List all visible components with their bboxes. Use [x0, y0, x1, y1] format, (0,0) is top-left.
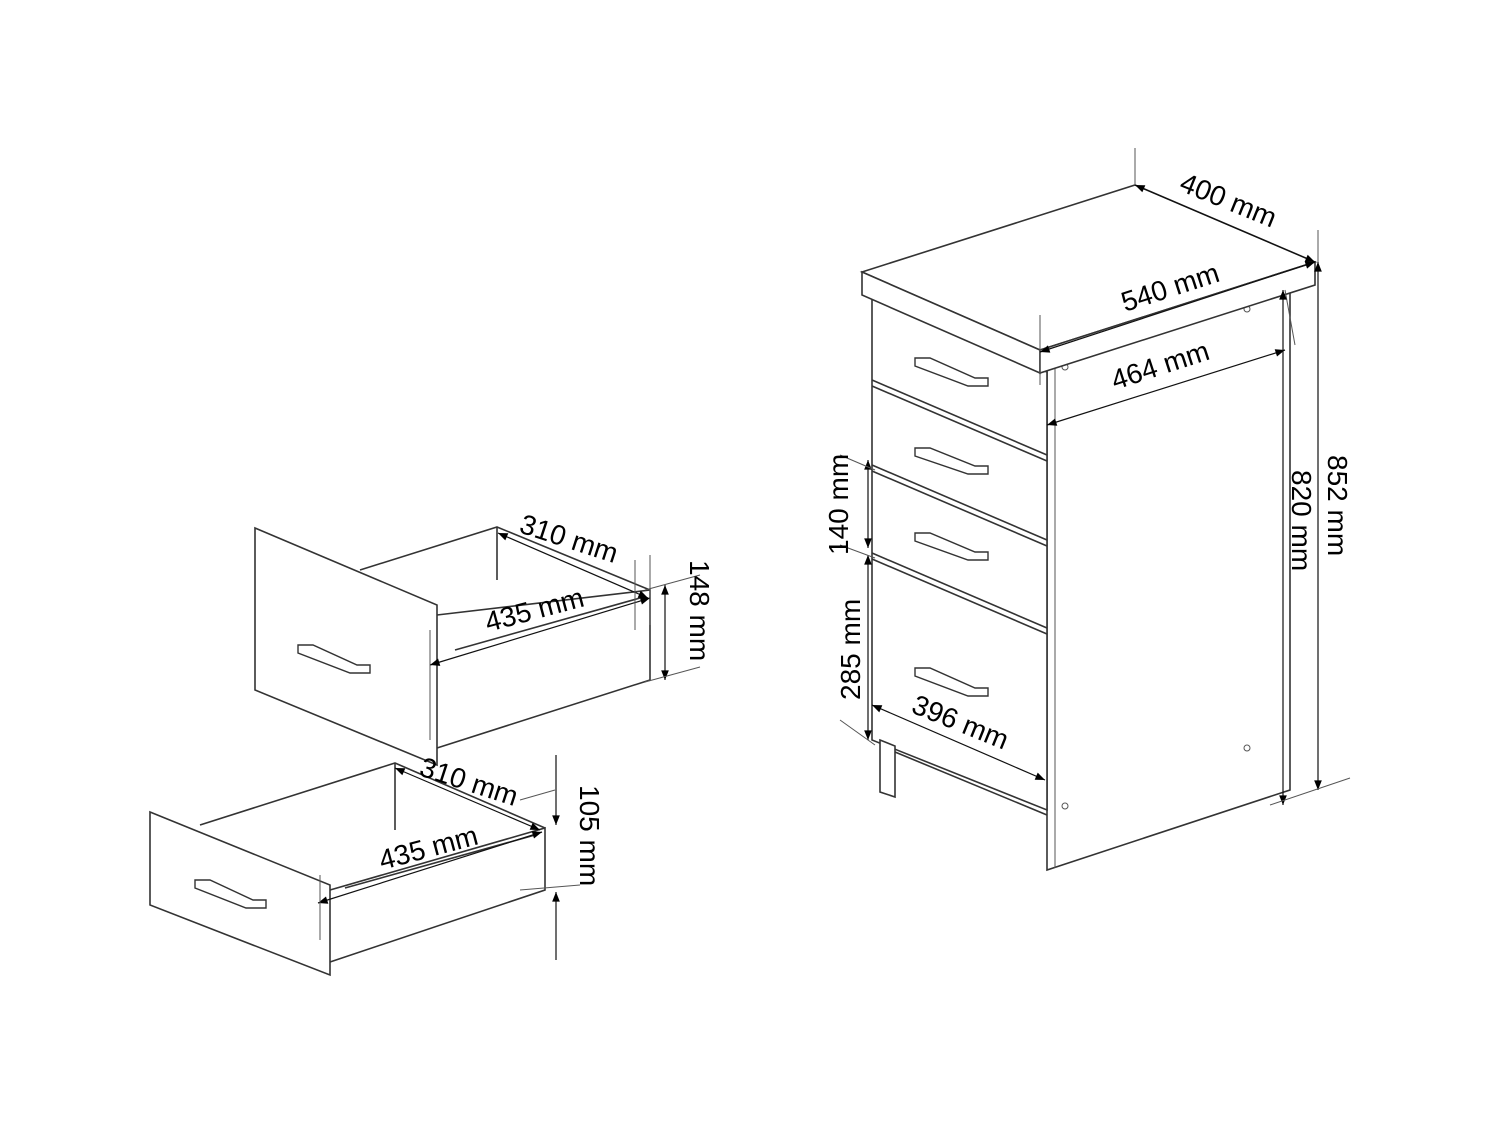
large-drawer-height-label: 285 mm	[835, 599, 866, 700]
cabinet-drawing	[859, 184, 1318, 872]
lower-drawer-depth-label: 310 mm	[416, 751, 522, 812]
upper-drawer-width-label: 435 mm	[482, 582, 588, 638]
cabinet-body-height-label: 820 mm	[1286, 470, 1317, 571]
drawer-handle	[914, 667, 989, 697]
small-drawer-height-label: 140 mm	[823, 454, 854, 555]
upper-drawer-height-label: 148 mm	[684, 560, 715, 661]
upper-drawer-depth-label: 310 mm	[516, 508, 622, 569]
drawer-handle	[914, 357, 989, 387]
drawer-handle	[914, 447, 989, 475]
cabinet-total-height-label: 852 mm	[1322, 455, 1353, 556]
drawer-handle	[297, 644, 371, 674]
lower-drawer-width-label: 435 mm	[376, 820, 482, 876]
upper-drawer-drawing	[254, 526, 651, 767]
upper-drawer-front	[254, 526, 438, 767]
drawer-handle	[194, 879, 267, 909]
lower-drawer-height-label: 105 mm	[574, 785, 605, 886]
drawer-handle	[914, 532, 989, 561]
cabinet-leg	[879, 738, 896, 799]
